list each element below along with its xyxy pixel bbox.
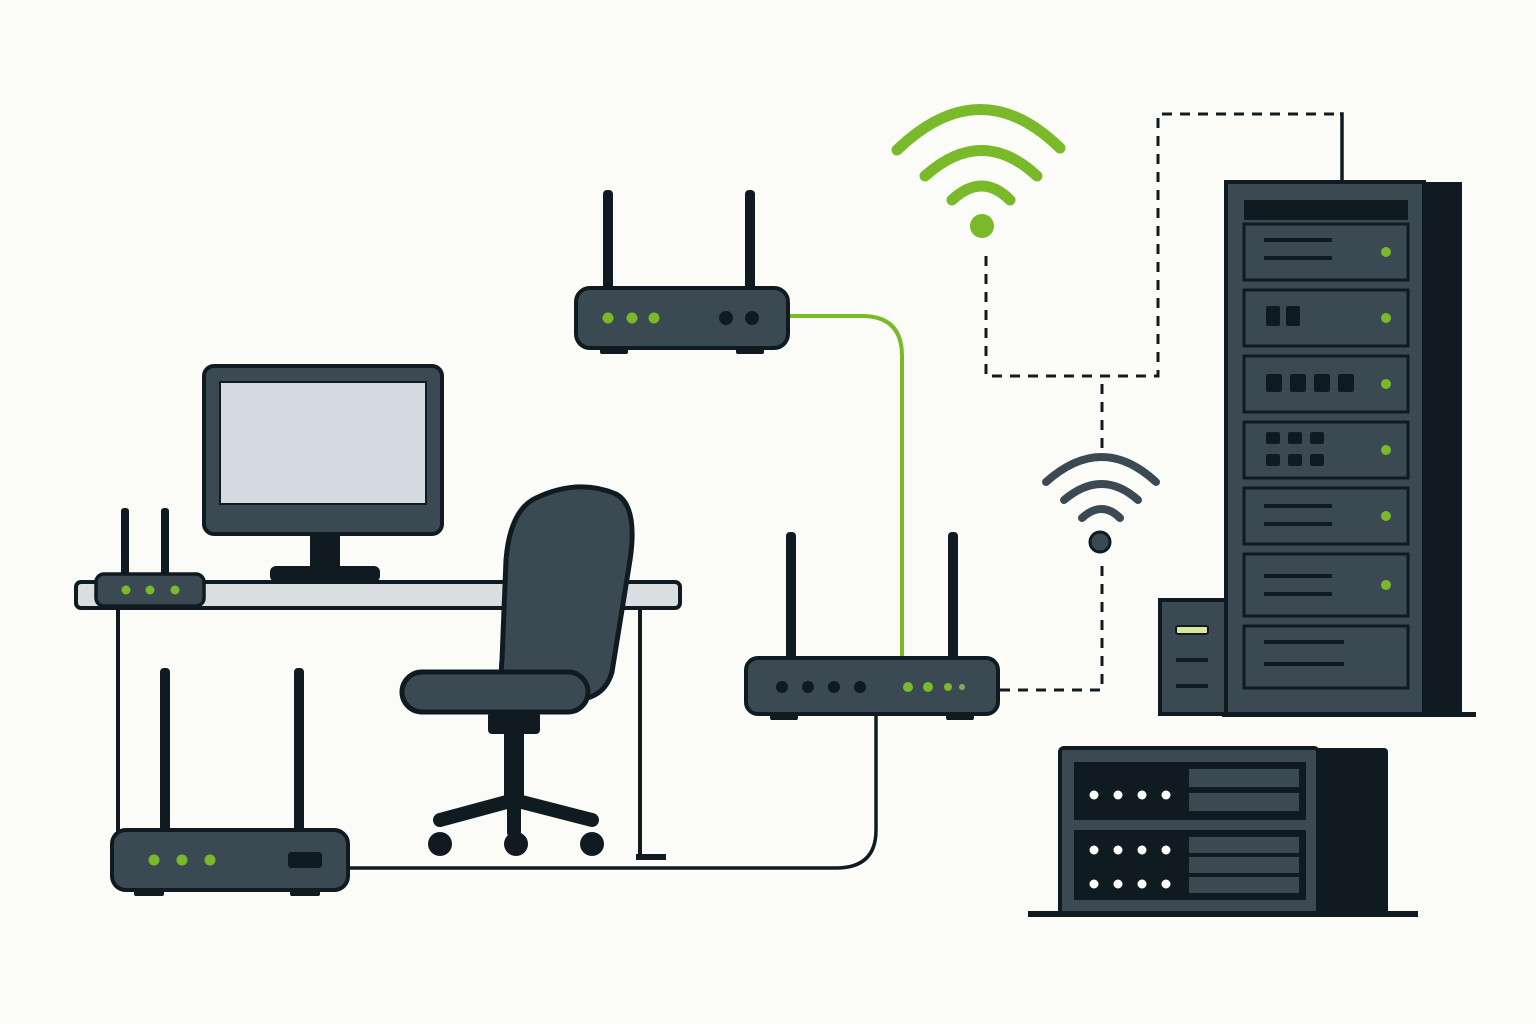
office-chair-icon bbox=[399, 484, 635, 856]
rack-unit-5 bbox=[1242, 486, 1410, 546]
rack-unit-2 bbox=[1242, 288, 1410, 348]
router-top[interactable] bbox=[574, 190, 790, 354]
wifi-signal-small-icon bbox=[1042, 453, 1160, 554]
server-rack-icon[interactable] bbox=[1222, 180, 1476, 717]
monitor-icon[interactable] bbox=[202, 364, 444, 582]
nas-storage-icon[interactable] bbox=[1028, 746, 1418, 917]
rack-unit-7 bbox=[1242, 624, 1410, 690]
nas-bay-bottom bbox=[1074, 830, 1306, 900]
router-central[interactable] bbox=[744, 532, 1000, 720]
green-cable-top-to-center bbox=[788, 314, 904, 658]
rack-unit-1 bbox=[1242, 222, 1410, 282]
wifi-signal-icon bbox=[891, 104, 1066, 238]
rack-unit-6 bbox=[1242, 552, 1410, 618]
cable-center-to-floor-router bbox=[348, 714, 878, 870]
dashed-link-router-to-wifi bbox=[1000, 562, 1104, 692]
cables bbox=[348, 112, 1344, 870]
router-desk[interactable] bbox=[94, 508, 206, 608]
nas-bay-top bbox=[1074, 762, 1306, 820]
router-floor[interactable] bbox=[110, 668, 350, 896]
rack-unit-4 bbox=[1242, 420, 1410, 480]
server-tower-small[interactable] bbox=[1158, 598, 1232, 716]
rack-unit-3 bbox=[1242, 354, 1410, 414]
cable-to-server-rack bbox=[1340, 112, 1344, 182]
dashed-link-big-wifi bbox=[984, 112, 1340, 378]
